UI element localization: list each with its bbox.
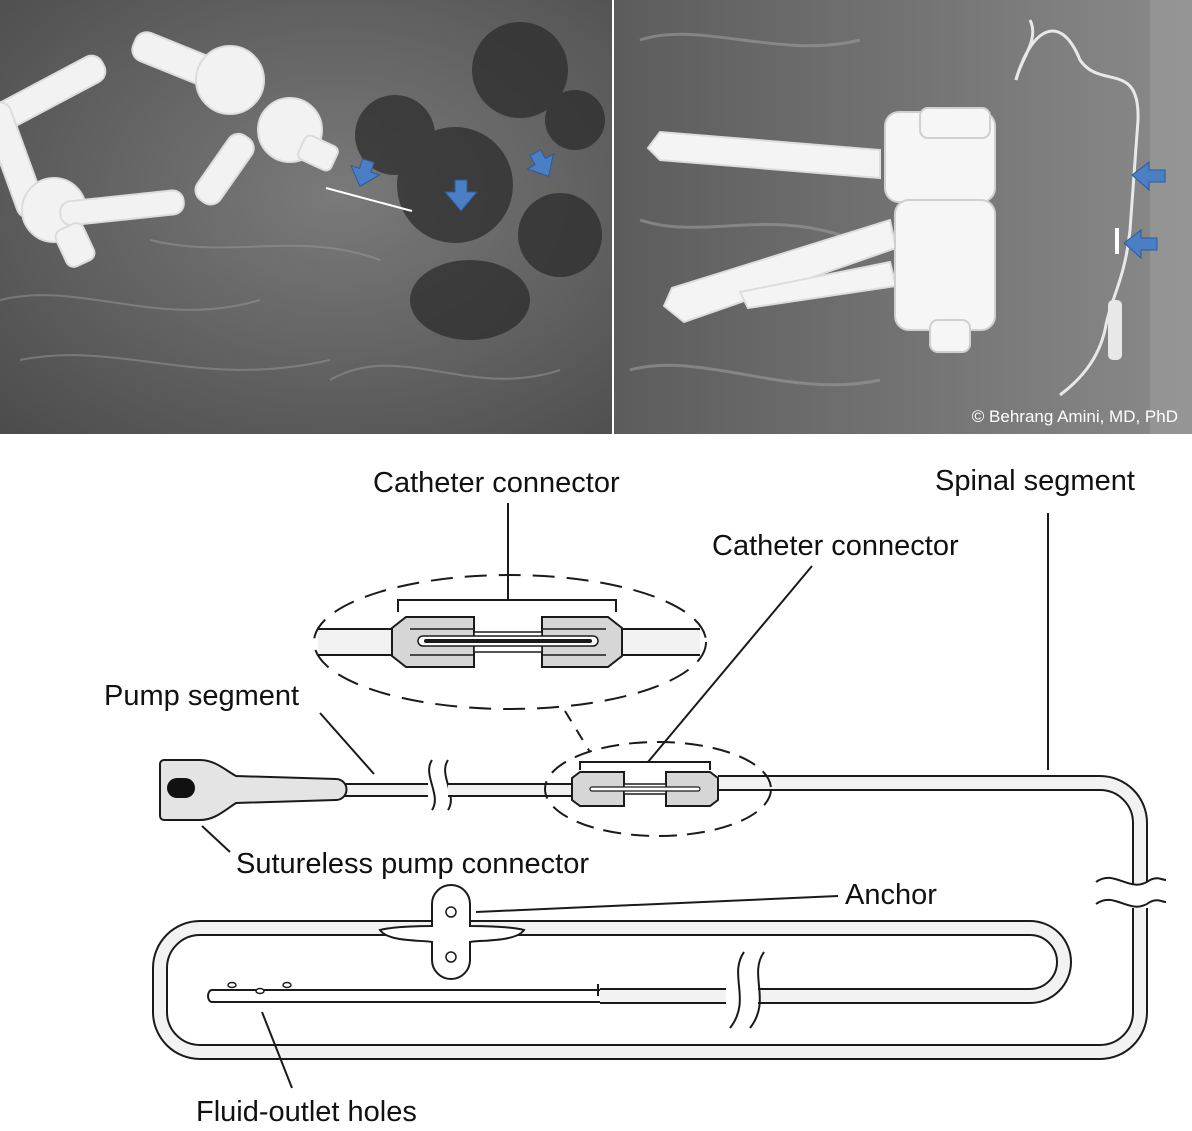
connector-zoom-ellipse-small xyxy=(544,741,772,837)
vertebra-texture xyxy=(629,32,881,387)
left-arrow-icon xyxy=(1131,160,1166,192)
bone-texture xyxy=(0,239,561,381)
spinal-segment-loop xyxy=(152,775,1148,1060)
soft-tissue-edge xyxy=(1150,0,1192,434)
label-fluid-outlet-holes: Fluid-outlet holes xyxy=(196,1096,417,1128)
image-credit: © Behrang Amini, MD, PhD xyxy=(972,407,1178,426)
catheter-diagram xyxy=(152,503,1167,1089)
catheter-sleeve xyxy=(1108,300,1122,360)
label-catheter-connector-inline: Catheter connector xyxy=(712,530,959,562)
label-catheter-connector-enlarged: Catheter connector xyxy=(373,467,620,499)
pedicle-screw-lower xyxy=(662,218,898,324)
break-mark xyxy=(726,951,765,1030)
label-anchor: Anchor xyxy=(845,879,937,911)
down-arrow-icon xyxy=(350,158,381,188)
connector-zoom-ellipse-large xyxy=(313,574,707,710)
label-spinal-segment: Spinal segment xyxy=(935,465,1135,497)
break-mark xyxy=(1095,876,1167,908)
pedicle-screw-upper xyxy=(646,130,881,180)
label-pump-segment: Pump segment xyxy=(104,680,299,712)
catheter-connector-inline xyxy=(544,741,772,837)
catheter-marker xyxy=(1115,228,1119,254)
left-arrow-icon xyxy=(1123,228,1158,260)
down-arrow-icon xyxy=(526,149,554,177)
spinal-hardware-left xyxy=(0,31,339,268)
catheter-tip-line xyxy=(325,187,413,212)
sutureless-pump-connector xyxy=(159,759,348,821)
label-sutureless-pump-connector: Sutureless pump connector xyxy=(236,848,589,880)
xray-right-panel: © Behrang Amini, MD, PhD xyxy=(614,0,1192,434)
pump-segment xyxy=(338,783,572,797)
catheter-connector-enlarged xyxy=(313,574,707,753)
fixation-block xyxy=(884,107,996,353)
catheter-tip xyxy=(207,984,600,1003)
xray-left-panel xyxy=(0,0,612,434)
catheter-wire xyxy=(1014,19,1140,397)
down-arrow-icon xyxy=(443,179,479,212)
anchor xyxy=(378,884,526,980)
leader-lines xyxy=(201,503,1049,1089)
fluid-outlet-hole xyxy=(227,981,292,995)
